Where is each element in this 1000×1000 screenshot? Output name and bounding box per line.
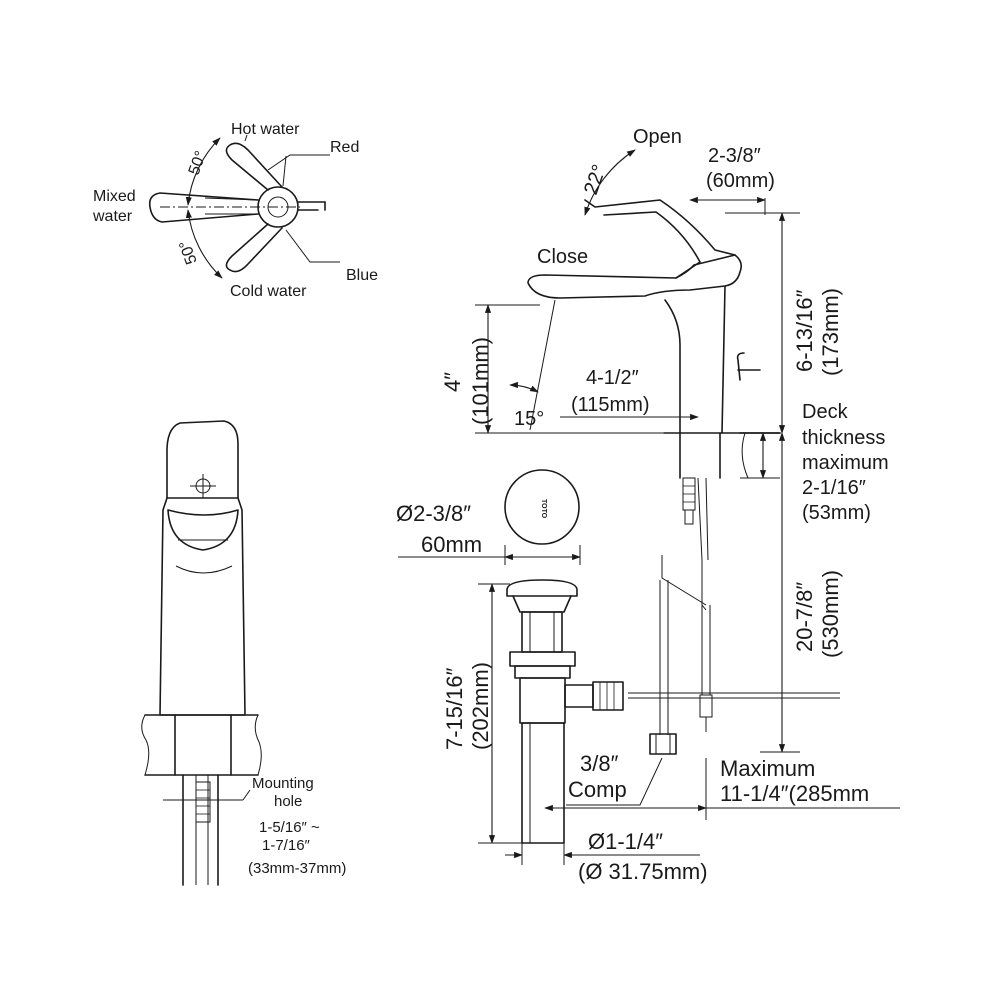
- blue-label: Blue: [346, 267, 378, 284]
- faucet-front-view: Mounting hole 1-5/16″ ~ 1-7/16″ (33mm-37…: [141, 420, 346, 886]
- deck-label-1: Deck: [802, 401, 849, 423]
- open-label: Open: [633, 126, 682, 148]
- red-label: Red: [330, 139, 359, 156]
- total-height-mm: (173mm): [818, 288, 843, 376]
- deck-label-2: thickness: [802, 427, 885, 449]
- handle-top-view: Hot water Red Mixed water Blue Cold wate…: [92, 121, 378, 300]
- comp-size: 3/8″: [580, 751, 619, 776]
- hose-length: 20-7/8″: [792, 582, 817, 652]
- deck-label-4: 2-1/16″: [802, 477, 866, 499]
- mixed-water-label-2: water: [92, 208, 133, 225]
- hole-range-1: 1-5/16″ ~: [259, 819, 320, 836]
- spout-reach-mm: (115mm): [571, 394, 650, 416]
- spout-reach: 4-1/2″: [586, 367, 639, 389]
- toto-logo: TOTO: [540, 499, 547, 519]
- drain-length: 7-15/16″: [442, 667, 467, 750]
- close-label: Close: [537, 246, 588, 268]
- open-angle-label: 22°: [580, 162, 611, 198]
- spout-height: 4″: [440, 372, 465, 392]
- tail-diameter-mm: (Ø 31.75mm): [578, 859, 708, 884]
- deck-label-mm: (53mm): [802, 502, 871, 524]
- faucet-side-view: TOTO Open 22° 2-3/8″ (60mm) Close 6-13/1…: [396, 126, 900, 884]
- hot-water-label: Hot water: [231, 121, 300, 138]
- hole-range-mm: (33mm-37mm): [248, 860, 346, 877]
- drain-length-mm: (202mm): [468, 662, 493, 750]
- total-height: 6-13/16″: [792, 289, 817, 372]
- handle-offset: 2-3/8″: [708, 145, 761, 167]
- cold-water-label: Cold water: [230, 283, 307, 300]
- upper-angle-label: 50°: [186, 149, 210, 178]
- tail-diameter: Ø1-1/4″: [588, 829, 663, 854]
- drain-diameter: Ø2-3/8″: [396, 501, 471, 526]
- hole-range-2: 1-7/16″: [262, 837, 311, 854]
- spout-height-mm: (101mm): [468, 337, 493, 425]
- handle-offset-mm: (60mm): [706, 170, 775, 192]
- drain-diameter-mm: 60mm: [421, 532, 482, 557]
- lower-angle-label: 50°: [177, 238, 201, 267]
- mounting-hole-label-1: Mounting: [252, 775, 314, 792]
- mounting-hole-label-2: hole: [274, 793, 302, 810]
- spout-angle-label: 15°: [514, 408, 544, 430]
- mixed-water-label-1: Mixed: [93, 188, 136, 205]
- hose-length-mm: (530mm): [818, 570, 843, 658]
- max-label-2: 11-1/4″(285mm: [720, 781, 869, 806]
- deck-label-3: maximum: [802, 452, 889, 474]
- comp-label: Comp: [568, 777, 627, 802]
- max-label-1: Maximum: [720, 756, 815, 781]
